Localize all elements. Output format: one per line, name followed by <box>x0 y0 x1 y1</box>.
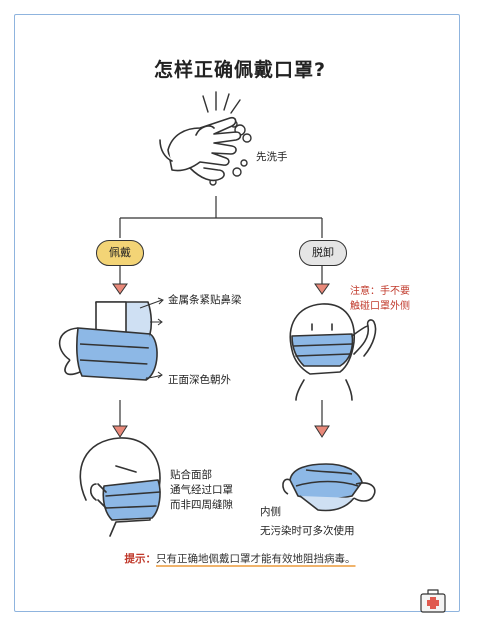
head-icon <box>79 437 161 537</box>
fit-line: 贴合面部 <box>170 469 212 481</box>
tip-prefix: 提示： <box>124 553 157 565</box>
tip-banner: 提示：只有正确地佩戴口罩才能有效地阻挡病毒。 <box>0 551 480 566</box>
mask-icon <box>58 301 158 381</box>
remove-warning-note: 注意：手不要 触碰口罩外侧 <box>350 284 410 314</box>
fit-line: 通气经过口罩 <box>170 484 233 496</box>
arrow-heads <box>112 283 330 438</box>
reuse-label: 无污染时可多次使用 <box>260 525 355 537</box>
first-aid-kit-icon <box>420 589 446 613</box>
hands-washing-icon <box>159 116 242 182</box>
mask-icon <box>282 463 376 512</box>
page-title: 怎样正确佩戴口罩? <box>153 59 327 81</box>
callout-metal-strip: 金属条紧贴鼻梁 <box>168 294 242 306</box>
wash-hands-label: 先洗手 <box>256 151 288 163</box>
callout-front-side: 正面深色朝外 <box>168 374 231 386</box>
head-icon <box>289 303 377 401</box>
fit-description: 贴合面部 通气经过口罩 而非四周缝隙 <box>170 468 233 513</box>
note-line: 触碰口罩外侧 <box>350 301 410 312</box>
inner-side-label: 内侧 <box>260 506 281 518</box>
wear-step-pill: 佩戴 <box>96 240 144 266</box>
page-frame <box>14 14 460 612</box>
remove-step-pill: 脱卸 <box>299 240 347 266</box>
tip-text: 只有正确地佩戴口罩才能有效地阻挡病毒。 <box>156 553 356 565</box>
note-line: 注意：手不要 <box>350 286 410 297</box>
fit-line: 而非四周缝隙 <box>170 499 233 511</box>
